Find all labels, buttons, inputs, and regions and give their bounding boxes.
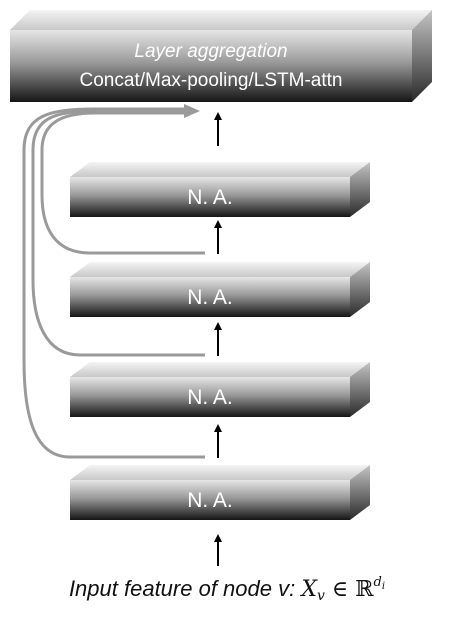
math-superscript-sub: i [381, 581, 386, 592]
na-layer-side-face [350, 362, 370, 417]
math-real-set: ℝ [355, 577, 374, 602]
caption-text: Input feature of node v: [68, 576, 296, 601]
math-element-of: ∈ [324, 577, 356, 602]
aggregation-methods: Concat/Max-pooling/LSTM-attn [80, 70, 343, 91]
aggregation-top-face [10, 10, 432, 30]
aggregation-front-face [10, 30, 412, 102]
input-feature-caption: Input feature of node v: Xv ∈ ℝdi [0, 575, 454, 604]
caption-math: Xv ∈ ℝdi [301, 575, 386, 604]
na-layer-front-face [70, 480, 350, 520]
aggregation-side-face [412, 10, 432, 102]
na-layer-label: N. A. [187, 489, 233, 512]
na-layer-side-face [350, 162, 370, 217]
na-layer-3: N. A. [70, 262, 370, 317]
math-subscript: v [317, 588, 325, 604]
na-layer-front-face [70, 177, 350, 217]
na-layer-label: N. A. [187, 286, 233, 309]
skip-connection-from-layer-3 [31, 109, 205, 357]
na-layer-top-face [70, 362, 370, 377]
na-layer-label: N. A. [187, 386, 233, 409]
skip-connection-from-layer-2 [22, 107, 205, 459]
na-layer-front-face [70, 277, 350, 317]
math-variable: X [301, 577, 318, 602]
skip-arrow-head [184, 104, 200, 118]
layer-aggregation-box: Layer aggregation Concat/Max-pooling/LST… [10, 10, 432, 102]
na-layer-top-face [70, 262, 370, 277]
na-layer-2: N. A. [70, 362, 370, 417]
skip-connection-from-layer-4 [40, 111, 205, 255]
na-layer-front-face [70, 377, 350, 417]
math-superscript-base: d [373, 575, 382, 590]
aggregation-title: Layer aggregation [134, 41, 287, 62]
na-layer-1: N. A. [70, 465, 370, 520]
na-layer-label: N. A. [187, 186, 233, 209]
na-layer-top-face [70, 162, 370, 177]
na-layer-4: N. A. [70, 162, 370, 217]
na-layer-side-face [350, 262, 370, 317]
math-superscript: di [373, 575, 386, 592]
skip-connections [22, 107, 205, 459]
na-layer-side-face [350, 465, 370, 520]
na-layer-top-face [70, 465, 370, 480]
